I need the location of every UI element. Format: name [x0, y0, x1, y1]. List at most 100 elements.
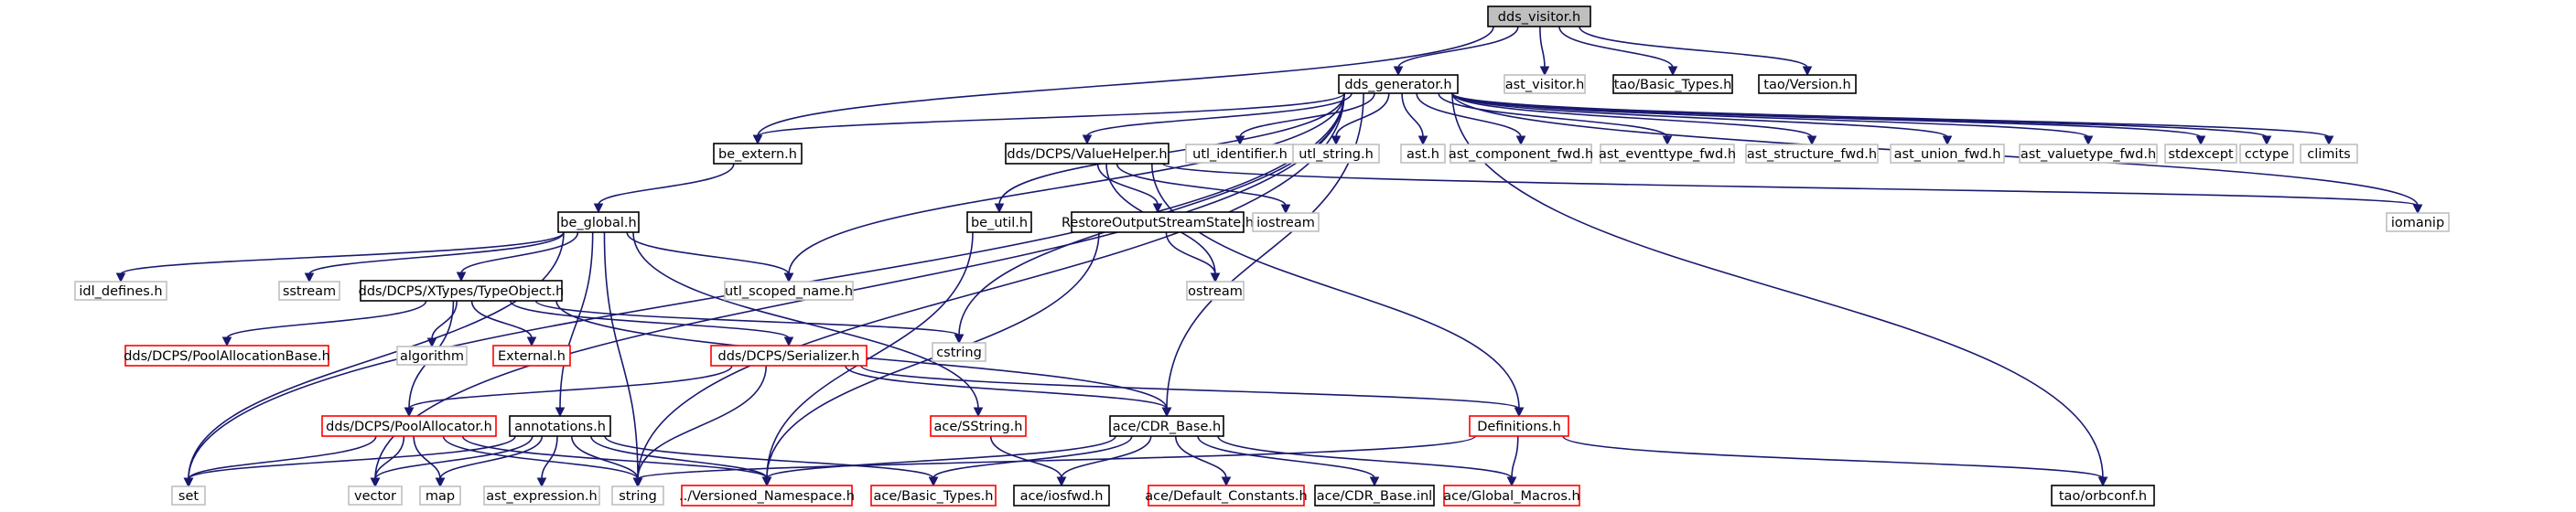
- node-box: [321, 415, 497, 437]
- node-label: utl_identifier.h: [1192, 147, 1288, 162]
- node-string[interactable]: string: [611, 485, 664, 506]
- node-restore[interactable]: RestoreOutputStreamState.h: [1062, 211, 1254, 233]
- node-ast-eventtype-fwd[interactable]: ast_eventtype_fwd.h: [1599, 144, 1736, 164]
- node-tao-basic-types[interactable]: tao/Basic_Types.h: [1612, 74, 1733, 94]
- node-ast-expression[interactable]: ast_expression.h: [483, 485, 600, 506]
- node-stdexcept[interactable]: stdexcept: [2164, 144, 2237, 164]
- node-ace-default-constants[interactable]: ace/Default_Constants.h: [1145, 485, 1308, 507]
- node-ast-h[interactable]: ast.h: [1400, 144, 1446, 164]
- node-label: be_global.h: [560, 216, 636, 230]
- node-map[interactable]: map: [419, 485, 461, 506]
- node-label: tao/orbconf.h: [2059, 489, 2147, 504]
- node-tao-orbconf[interactable]: tao/orbconf.h: [2051, 485, 2155, 507]
- node-label: ast_structure_fwd.h: [1747, 147, 1877, 162]
- node-box: [611, 485, 664, 506]
- node-ostream[interactable]: ostream: [1186, 281, 1245, 301]
- node-iomanip[interactable]: iomanip: [2386, 212, 2450, 232]
- edge-ace_cdr_base-to-ace_global_macros: [1217, 435, 1517, 487]
- node-ast-valuetype-fwd[interactable]: ast_valuetype_fwd.h: [2019, 144, 2158, 164]
- node-label: dds_generator.h: [1344, 78, 1451, 92]
- edge-dds_generator-to-ast_union_fwd: [1451, 92, 1953, 146]
- node-label: cstring: [936, 346, 982, 360]
- node-box: [724, 281, 854, 301]
- node-box: [1013, 485, 1110, 507]
- node-label: ace/CDR_Base.h: [1113, 420, 1221, 434]
- edge-dds_generator-to-valuehelper: [1082, 92, 1353, 145]
- node-utl-scoped-name[interactable]: utl_scoped_name.h: [724, 281, 854, 301]
- edge-dds_visitor-to-dds_generator: [1393, 26, 1519, 77]
- node-vector[interactable]: vector: [348, 485, 403, 506]
- node-cstring[interactable]: cstring: [932, 342, 986, 362]
- node-box: [1487, 5, 1591, 27]
- edge-serializer-to-poolallocator: [404, 365, 733, 418]
- edge-annotations-to-vector: [370, 435, 534, 488]
- edge-ace_cdr_base-to-ace_iosfwd: [1056, 435, 1152, 487]
- node-typeobject[interactable]: dds/DCPS/XTypes/TypeObject.h: [359, 280, 565, 302]
- node-ace-cdr-base-inl[interactable]: ace/CDR_Base.inl: [1314, 485, 1435, 507]
- node-cctype[interactable]: cctype: [2239, 144, 2294, 164]
- node-box: [1252, 212, 1320, 232]
- node-versioned-ns[interactable]: ../Versioned_Namespace.h: [679, 485, 855, 507]
- edge-ace_cdr_base-to-ace_cdr_base_inl: [1197, 435, 1380, 487]
- node-utl-identifier[interactable]: utl_identifier.h: [1185, 144, 1295, 164]
- node-external[interactable]: External.h: [492, 345, 571, 367]
- node-label: climits: [2307, 147, 2350, 162]
- node-ace-basic-types[interactable]: ace/Basic_Types.h: [870, 485, 997, 507]
- edge-be_global-to-annotations: [555, 231, 594, 418]
- node-be-global[interactable]: be_global.h: [557, 211, 640, 233]
- node-climits[interactable]: climits: [2300, 144, 2358, 164]
- node-box: [966, 211, 1032, 233]
- node-box: [1504, 74, 1586, 94]
- node-box: [557, 211, 640, 233]
- edge-dds_generator-to-utl_scoped_name: [783, 92, 1345, 283]
- edge-annotations-to-set: [183, 435, 516, 488]
- node-valuehelper[interactable]: dds/DCPS/ValueHelper.h: [1005, 143, 1169, 165]
- node-poolallocbase[interactable]: dds/DCPS/PoolAllocationBase.h: [124, 345, 330, 367]
- node-ast-union-fwd[interactable]: ast_union_fwd.h: [1890, 144, 2005, 164]
- node-label: annotations.h: [514, 420, 606, 434]
- node-algorithm[interactable]: algorithm: [396, 346, 468, 366]
- node-ast-component-fwd[interactable]: ast_component_fwd.h: [1449, 144, 1593, 164]
- edge-valuehelper-to-restore: [1096, 163, 1163, 214]
- node-ast-visitor[interactable]: ast_visitor.h: [1504, 74, 1586, 94]
- node-dds-generator[interactable]: dds_generator.h: [1338, 74, 1459, 94]
- node-idl-defines[interactable]: idl_defines.h: [74, 281, 167, 301]
- node-tao-version[interactable]: tao/Version.h: [1758, 74, 1857, 94]
- node-label: utl_scoped_name.h: [725, 284, 853, 299]
- node-sstream[interactable]: sstream: [278, 281, 340, 301]
- node-ace-global-macros[interactable]: ace/Global_Macros.h: [1443, 485, 1580, 507]
- node-ast-structure-fwd[interactable]: ast_structure_fwd.h: [1745, 144, 1879, 164]
- node-box: [1612, 74, 1733, 94]
- edge-serializer-to-definitions: [860, 365, 1525, 418]
- node-box: [1314, 485, 1435, 507]
- node-label: ast_valuetype_fwd.h: [2021, 147, 2156, 162]
- node-annotations[interactable]: annotations.h: [509, 415, 611, 437]
- edge-serializer-to-ace_cdr_base: [845, 365, 1172, 418]
- edge-valuehelper-to-iomanip: [1162, 163, 2423, 215]
- node-serializer[interactable]: dds/DCPS/Serializer.h: [710, 345, 868, 367]
- node-definitions[interactable]: Definitions.h: [1469, 415, 1569, 437]
- node-label: tao/Version.h: [1763, 78, 1850, 92]
- node-utl-string[interactable]: utl_string.h: [1292, 144, 1380, 164]
- edge-dds_generator-to-ast_structure_fwd: [1451, 92, 1817, 146]
- node-ace-iosfwd[interactable]: ace/iosfwd.h: [1013, 485, 1110, 507]
- node-ace-cdr-base[interactable]: ace/CDR_Base.h: [1109, 415, 1224, 437]
- nodes-layer: dds_visitor.h dds_generator.h ast_visitor.…: [74, 5, 2450, 507]
- node-label: dds/DCPS/ValueHelper.h: [1007, 147, 1167, 162]
- edge-be_global-to-typeobject: [456, 231, 579, 283]
- node-label: iostream: [1256, 216, 1315, 230]
- node-label: ace/Basic_Types.h: [874, 489, 994, 504]
- node-be-extern[interactable]: be_extern.h: [713, 143, 803, 165]
- node-dds-visitor[interactable]: dds_visitor.h: [1487, 5, 1591, 27]
- node-be-util[interactable]: be_util.h: [966, 211, 1032, 233]
- node-ace-sstring[interactable]: ace/SString.h: [930, 415, 1027, 437]
- node-label: be_extern.h: [718, 147, 797, 162]
- edge-be_global-to-utl_scoped_name: [626, 231, 794, 283]
- node-iostream[interactable]: iostream: [1252, 212, 1320, 232]
- node-label: ace/Default_Constants.h: [1145, 489, 1307, 504]
- edge-dds_generator-to-be_extern: [752, 92, 1345, 145]
- node-poolallocator[interactable]: dds/DCPS/PoolAllocator.h: [321, 415, 497, 437]
- node-set[interactable]: set: [171, 485, 206, 506]
- node-box: [360, 280, 563, 302]
- edge-ace_cdr_base-to-ace_basic_types: [928, 435, 1133, 487]
